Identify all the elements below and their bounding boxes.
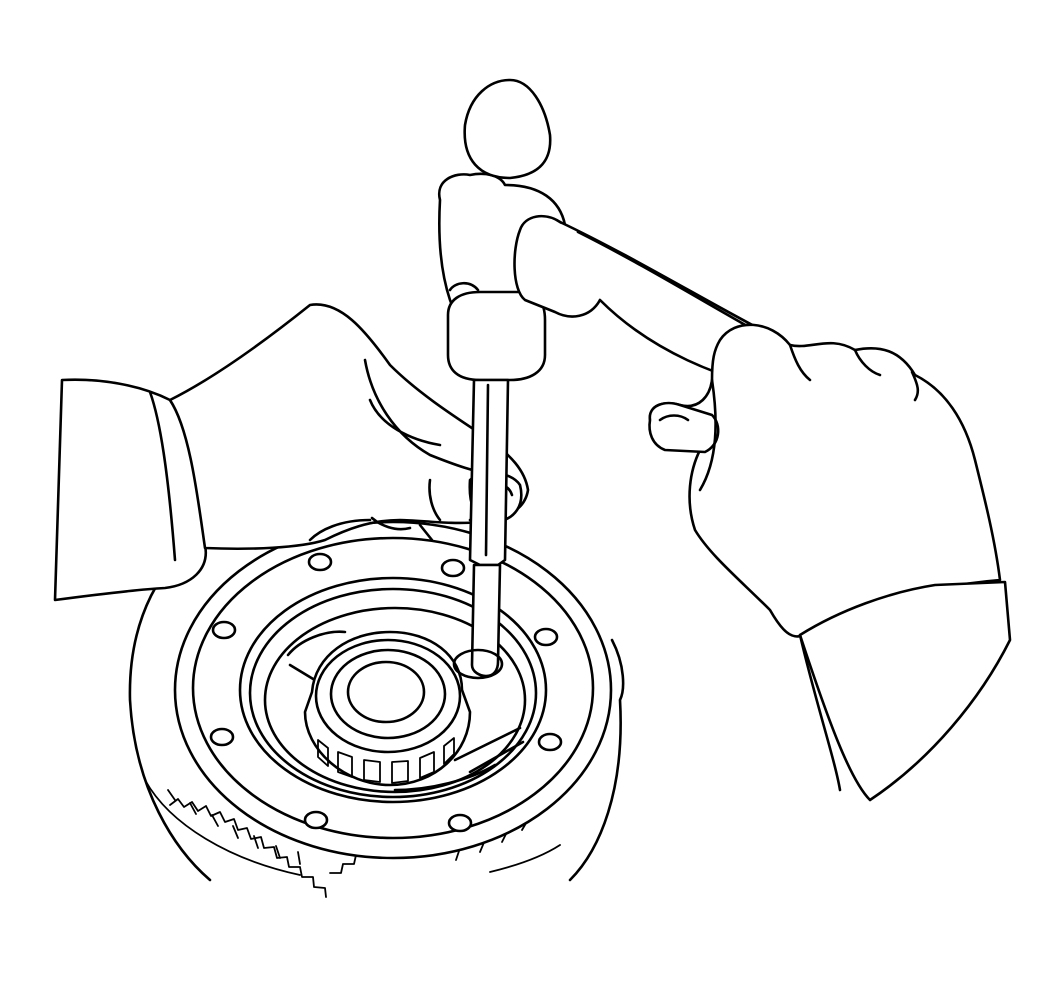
bolt-hole — [209, 727, 235, 747]
case-bore-inner — [263, 606, 527, 794]
bolt-hole — [440, 558, 466, 578]
differential-case-assembly — [128, 520, 625, 898]
tapered-roller-bearing — [303, 630, 472, 787]
case-internal-slot — [286, 630, 525, 792]
punch-collar-ring — [448, 281, 480, 292]
punch-shaft-highlight — [484, 383, 490, 557]
punch-target-hole — [452, 648, 504, 680]
right-knuckles — [788, 343, 920, 402]
bolt-hole — [303, 810, 329, 830]
bolt-hole — [447, 813, 473, 833]
bearing-rollers — [317, 737, 455, 784]
bearing-bore — [346, 660, 426, 724]
punch-cap — [463, 78, 552, 180]
bearing-cone-inner — [329, 648, 447, 740]
bolt-hole — [533, 627, 559, 647]
right-sleeve-edge — [798, 633, 842, 792]
left-sleeve-fold — [148, 390, 177, 562]
case-flange-inner — [191, 536, 595, 840]
bolt-hole — [211, 620, 237, 640]
right-thumb-crease — [698, 378, 717, 492]
flange-bolt-holes — [209, 552, 563, 833]
right-finger-nail — [658, 414, 690, 422]
right-sleeve — [798, 580, 1012, 802]
right-hand — [648, 323, 1012, 802]
punch-tip — [470, 563, 502, 678]
bolt-hole — [537, 732, 563, 752]
left-knuckles — [308, 516, 434, 542]
case-bore-outer — [238, 576, 548, 804]
bolt-hole — [307, 552, 333, 572]
punch-collar — [446, 290, 547, 382]
case-bore-lip — [248, 587, 538, 799]
ring-gear-outer-edge — [128, 523, 625, 882]
